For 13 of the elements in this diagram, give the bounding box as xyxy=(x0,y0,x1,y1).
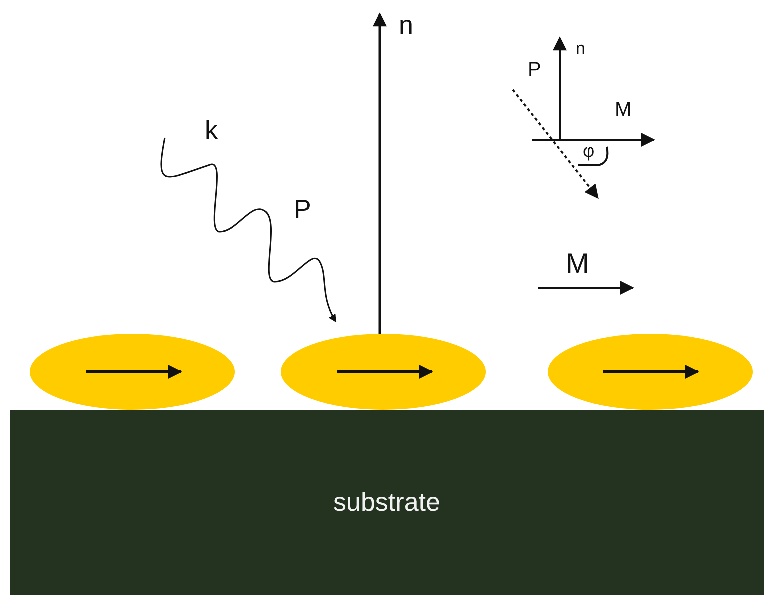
particle-ellipse xyxy=(30,334,235,410)
vector-label: P xyxy=(528,60,542,80)
particle-ellipse xyxy=(548,334,753,410)
vector-label: k xyxy=(205,117,218,143)
vector-label: M xyxy=(615,100,632,120)
vector-label: M xyxy=(566,250,590,278)
vector-label: φ xyxy=(583,142,595,160)
substrate-label: substrate xyxy=(334,487,440,518)
particle-ellipse xyxy=(281,334,486,410)
substrate-block xyxy=(10,410,764,595)
vector-label: n xyxy=(576,40,586,57)
vector-label: n xyxy=(399,12,414,38)
vector-label: P xyxy=(294,196,312,222)
